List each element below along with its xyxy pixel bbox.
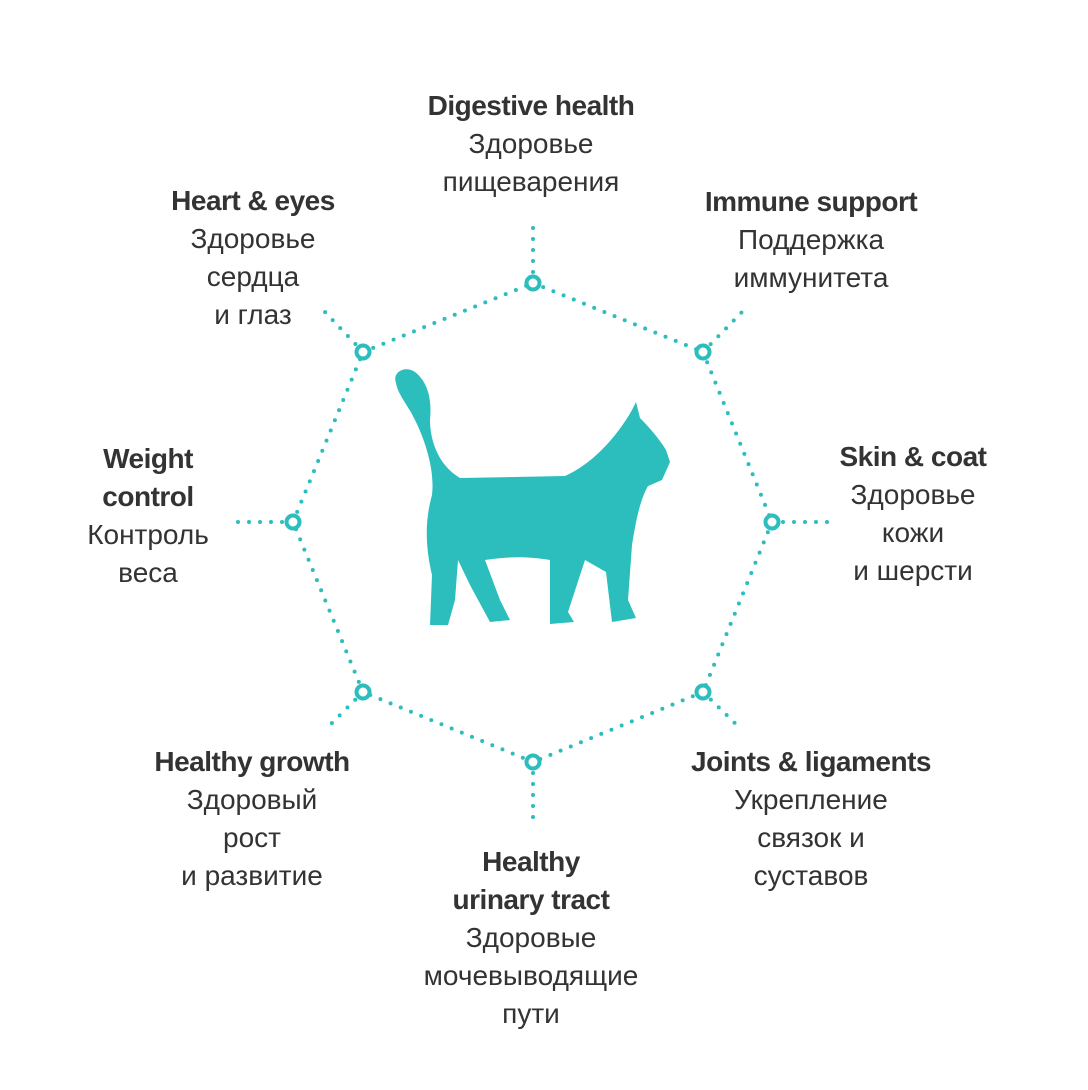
node-ring-icon-growth <box>354 683 372 701</box>
dotted-spoke <box>323 310 365 354</box>
dotted-edge <box>701 520 774 694</box>
node-ring-icon-weight <box>284 513 302 531</box>
dotted-edge <box>291 350 365 524</box>
node-ring-icon-immune <box>694 343 712 361</box>
node-ring-icon-skin <box>763 513 781 531</box>
dotted-edge <box>361 281 535 354</box>
node-ring-icon-joints <box>694 683 712 701</box>
dotted-edge <box>531 281 705 354</box>
node-ring-icon-heart <box>354 343 372 361</box>
dotted-edge <box>701 350 774 524</box>
node-ring-icon-urinary <box>524 753 542 771</box>
dotted-spoke <box>701 310 744 354</box>
dotted-edge <box>531 690 705 764</box>
dotted-spoke <box>323 690 365 732</box>
dotted-edge <box>361 690 535 764</box>
dotted-edge <box>291 520 365 694</box>
dotted-spoke <box>701 690 744 732</box>
cat-silhouette-icon <box>395 369 670 625</box>
node-ring-icon-digestive <box>524 274 542 292</box>
